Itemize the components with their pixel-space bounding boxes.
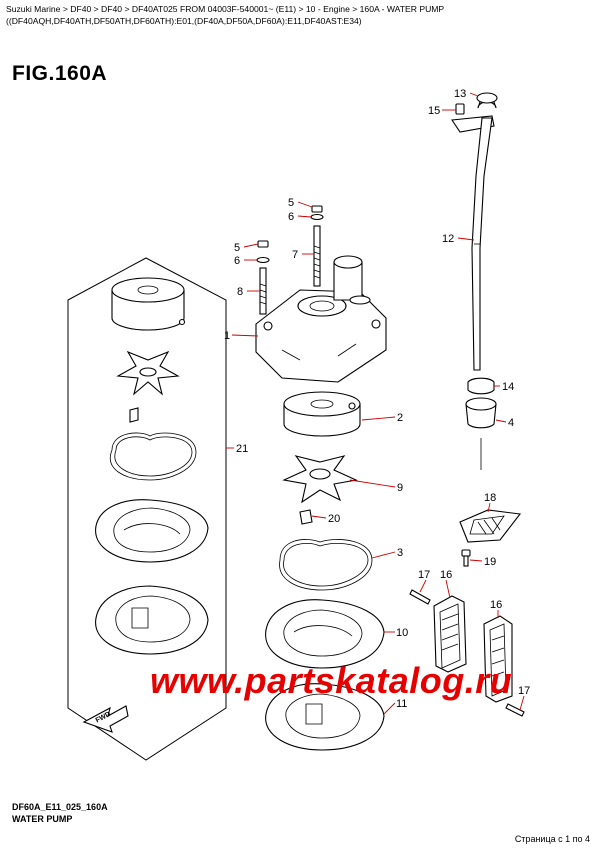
water-tube-assembly bbox=[451, 92, 498, 470]
callout-3[interactable]: 3 bbox=[397, 547, 403, 559]
callout-4[interactable]: 4 bbox=[508, 417, 514, 429]
callout-8[interactable]: 8 bbox=[237, 286, 243, 298]
figure-code: DF60A_E11_025_160A bbox=[12, 802, 108, 812]
kit-impeller bbox=[116, 350, 180, 396]
callout-numbers: 1 2 3 4 5 6 5 6 7 8 9 10 11 12 13 14 15 … bbox=[224, 88, 530, 710]
bolt-assembly-7 bbox=[310, 205, 324, 287]
clip-16-left bbox=[409, 589, 467, 673]
callout-17-lower[interactable]: 17 bbox=[518, 685, 530, 697]
callout-7[interactable]: 7 bbox=[292, 249, 298, 261]
kit-pump-case bbox=[111, 277, 186, 331]
callout-19[interactable]: 19 bbox=[484, 556, 496, 568]
callout-15[interactable]: 15 bbox=[428, 105, 440, 117]
callout-5-lower[interactable]: 5 bbox=[234, 242, 240, 254]
pump-case-1 bbox=[255, 255, 387, 383]
callout-20[interactable]: 20 bbox=[328, 513, 340, 525]
figure-title: FIG.160A bbox=[12, 62, 108, 85]
screen-18 bbox=[459, 509, 522, 567]
gasket-plate-10 bbox=[265, 599, 385, 669]
kit-frame-21 bbox=[67, 257, 227, 761]
kit-key bbox=[129, 407, 139, 423]
callout-16-left[interactable]: 16 bbox=[440, 569, 452, 581]
fwd-arrow: FWD bbox=[82, 705, 129, 733]
callout-17-upper[interactable]: 17 bbox=[418, 569, 430, 581]
figure-subtitle: WATER PUMP bbox=[12, 814, 73, 824]
callout-11[interactable]: 11 bbox=[396, 698, 407, 710]
clip-16-right bbox=[483, 615, 525, 717]
callout-1[interactable]: 1 bbox=[224, 330, 230, 342]
callout-16-right[interactable]: 16 bbox=[490, 599, 502, 611]
callout-2[interactable]: 2 bbox=[397, 412, 403, 424]
kit-gasket-ring bbox=[110, 432, 197, 481]
leader-lines bbox=[226, 92, 525, 715]
page-info: Страница с 1 по 4 bbox=[514, 834, 590, 844]
breadcrumb[interactable]: Suzuki Marine > DF40 > DF40 > DF40AT025 … bbox=[6, 4, 445, 26]
callout-6-upper[interactable]: 6 bbox=[288, 211, 294, 223]
plate-11 bbox=[265, 683, 385, 751]
callout-12[interactable]: 12 bbox=[442, 233, 454, 245]
liner-2 bbox=[283, 391, 361, 437]
watermark: www.partskatalog.ru bbox=[150, 660, 513, 701]
callout-13[interactable]: 13 bbox=[454, 88, 466, 100]
impeller-9 bbox=[282, 455, 358, 504]
bolt-assembly-8 bbox=[256, 240, 270, 315]
gasket-3 bbox=[279, 539, 373, 591]
callout-21[interactable]: 21 bbox=[236, 443, 248, 455]
key-20 bbox=[299, 509, 313, 525]
callout-9[interactable]: 9 bbox=[397, 482, 403, 494]
callout-6-lower[interactable]: 6 bbox=[234, 255, 240, 267]
callout-10[interactable]: 10 bbox=[396, 627, 408, 639]
callout-5-upper[interactable]: 5 bbox=[288, 197, 294, 209]
kit-plate bbox=[95, 585, 209, 655]
callout-18[interactable]: 18 bbox=[484, 492, 496, 504]
callout-14[interactable]: 14 bbox=[502, 381, 514, 393]
kit-plate-gasket bbox=[95, 499, 209, 563]
